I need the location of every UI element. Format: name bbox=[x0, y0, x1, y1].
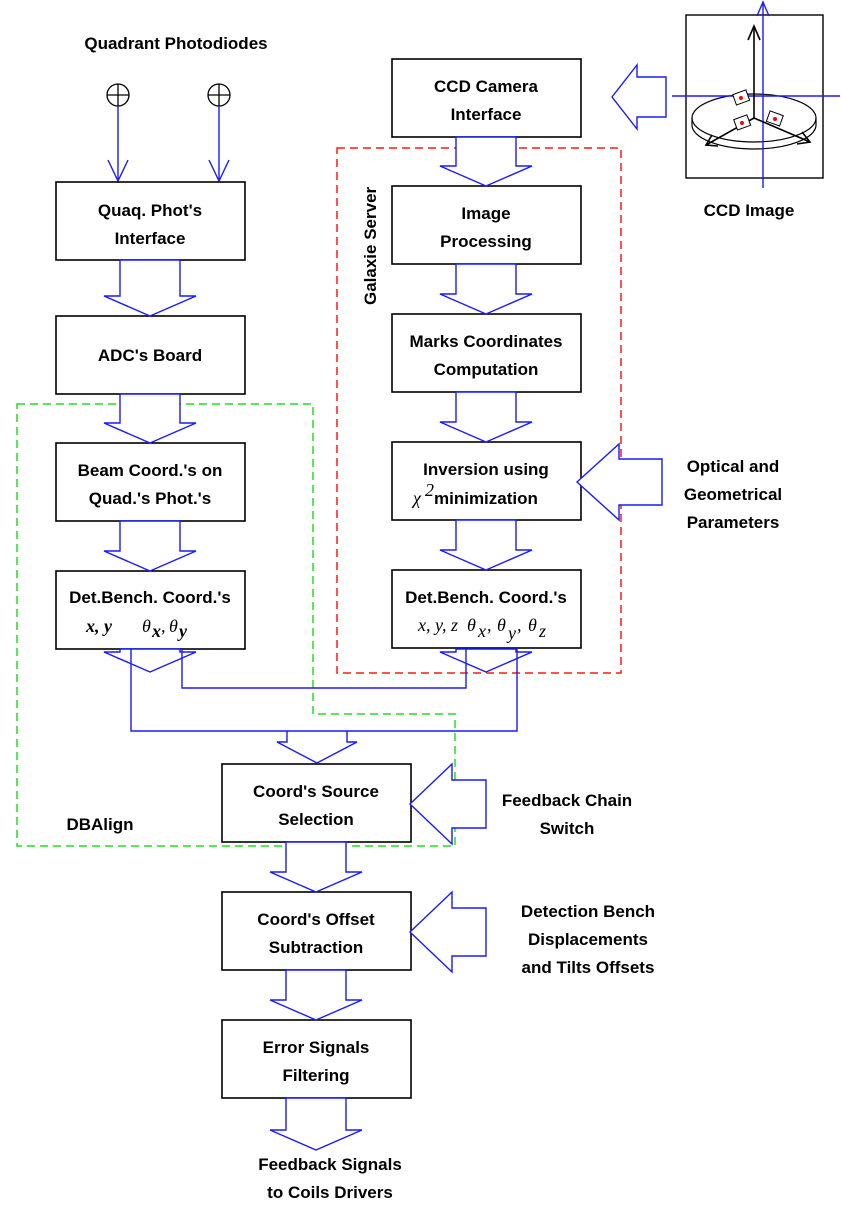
flow-arrow bbox=[439, 391, 533, 443]
left-det-bench-title: Det.Bench. Coord.'s bbox=[69, 588, 231, 607]
input-arrow bbox=[408, 890, 487, 974]
marks-coords-label: Computation bbox=[434, 360, 539, 379]
error-filtering-label: Filtering bbox=[282, 1066, 349, 1085]
output-label: Feedback Signals bbox=[258, 1155, 402, 1174]
detection-offsets-label: Displacements bbox=[528, 930, 648, 949]
theta-symbol: θ bbox=[142, 616, 151, 636]
offset-subtraction-box bbox=[221, 891, 412, 971]
right-det-bench-box bbox=[391, 569, 582, 649]
photodiode-icon bbox=[106, 83, 130, 107]
right-det-bench-coords: x, y, z θ x , θ y , θ z bbox=[417, 615, 546, 643]
flow-arrow bbox=[269, 841, 363, 893]
left-det-bench-coords: x, y θ x , θ y bbox=[85, 616, 188, 641]
superscript-2: 2 bbox=[425, 480, 434, 500]
theta-symbol: θ bbox=[528, 615, 537, 635]
offset-subtraction-label: Subtraction bbox=[269, 938, 363, 957]
alignment-mark-icon bbox=[732, 89, 751, 106]
ccd-image-label: CCD Image bbox=[704, 201, 795, 220]
feedback-switch-label: Feedback Chain bbox=[502, 791, 632, 810]
side-input-arrows bbox=[408, 62, 667, 974]
source-selection-label: Selection bbox=[278, 810, 354, 829]
source-selection-box bbox=[221, 763, 412, 843]
flow-arrow bbox=[439, 648, 533, 673]
flow-arrow bbox=[269, 969, 363, 1021]
flow-arrow bbox=[439, 519, 533, 571]
flow-arrows bbox=[103, 136, 533, 1151]
error-filtering-box bbox=[221, 1019, 412, 1099]
detection-offsets-label: and Tilts Offsets bbox=[522, 958, 655, 977]
subscript-z: z bbox=[538, 621, 546, 641]
minimization-text: minimization bbox=[434, 489, 538, 508]
adc-board-box bbox=[55, 315, 246, 395]
photodiode-signal-arrow bbox=[107, 106, 129, 183]
inversion-box bbox=[391, 441, 582, 521]
detection-offsets-label: Detection Bench bbox=[521, 902, 655, 921]
inversion-label: Inversion using bbox=[423, 460, 549, 479]
beam-coords-label: Beam Coord.'s on bbox=[78, 461, 223, 480]
image-processing-label: Image bbox=[461, 204, 510, 223]
subscript-x: x bbox=[477, 621, 486, 641]
photodiode-icon bbox=[207, 83, 231, 107]
theta-symbol: θ bbox=[467, 615, 476, 635]
chi-symbol: χ bbox=[411, 488, 422, 508]
beam-coords-label: Quad.'s Phot.'s bbox=[89, 489, 211, 508]
dbalign-label: DBAlign bbox=[66, 815, 133, 834]
ccd-interface-box bbox=[391, 58, 582, 138]
input-arrow bbox=[611, 62, 667, 132]
subscript-y: y bbox=[177, 621, 188, 641]
offset-subtraction-label: Coord's Offset bbox=[257, 910, 375, 929]
flow-arrow bbox=[439, 136, 533, 187]
chi-square-label: χ 2 minimization bbox=[411, 480, 538, 508]
quad-phot-interface-label: Quaq. Phot's bbox=[98, 201, 202, 220]
subscript-y: y bbox=[506, 623, 516, 643]
galaxie-server-label: Galaxie Server bbox=[361, 186, 380, 305]
right-xyz-text: x, y, z bbox=[417, 615, 458, 635]
comma: , bbox=[517, 615, 522, 635]
flow-arrow bbox=[103, 648, 197, 673]
input-arrow bbox=[408, 762, 487, 846]
theta-symbol: θ bbox=[169, 616, 178, 636]
merge-lines bbox=[130, 649, 518, 764]
flow-arrow bbox=[103, 393, 197, 444]
dbalign-boundary bbox=[16, 403, 456, 847]
alignment-mark-icon bbox=[733, 114, 752, 131]
adc-board-label: ADC's Board bbox=[98, 346, 202, 365]
comma: , bbox=[161, 616, 166, 636]
source-selection-label: Coord's Source bbox=[253, 782, 379, 801]
beam-coords-box bbox=[55, 442, 246, 522]
flow-arrow bbox=[439, 263, 533, 315]
flow-arrow bbox=[103, 520, 197, 572]
ccd-interface-label: Interface bbox=[451, 105, 522, 124]
optical-params-label: Optical and bbox=[687, 457, 780, 476]
input-arrow bbox=[575, 442, 663, 522]
optical-params-label: Geometrical bbox=[684, 485, 782, 504]
alignment-mark-icon bbox=[765, 110, 784, 127]
theta-symbol: θ bbox=[497, 615, 506, 635]
quadrant-photodiodes-label: Quadrant Photodiodes bbox=[84, 34, 267, 53]
output-label: to Coils Drivers bbox=[267, 1183, 393, 1202]
marks-coords-label: Marks Coordinates bbox=[409, 332, 562, 351]
marks-coords-box bbox=[391, 313, 582, 393]
image-processing-label: Processing bbox=[440, 232, 532, 251]
quad-phot-interface-label: Interface bbox=[115, 229, 186, 248]
right-det-bench-title: Det.Bench. Coord.'s bbox=[405, 588, 567, 607]
flow-arrow bbox=[103, 259, 197, 317]
ccd-interface-label: CCD Camera bbox=[434, 77, 538, 96]
galaxie-server-boundary bbox=[336, 147, 622, 674]
quad-phot-interface-box bbox=[55, 181, 246, 261]
comma: , bbox=[487, 615, 492, 635]
photodiode-signal-arrow bbox=[208, 106, 230, 183]
image-processing-box bbox=[391, 185, 582, 265]
left-det-bench-box bbox=[55, 570, 246, 650]
optical-params-label: Parameters bbox=[687, 513, 780, 532]
subscript-x: x bbox=[151, 621, 161, 641]
error-filtering-label: Error Signals bbox=[263, 1038, 370, 1057]
flow-arrow bbox=[269, 1097, 363, 1151]
ccd-image-panel bbox=[672, 0, 840, 188]
feedback-switch-label: Switch bbox=[540, 819, 595, 838]
left-xy-text: x, y bbox=[85, 616, 113, 636]
